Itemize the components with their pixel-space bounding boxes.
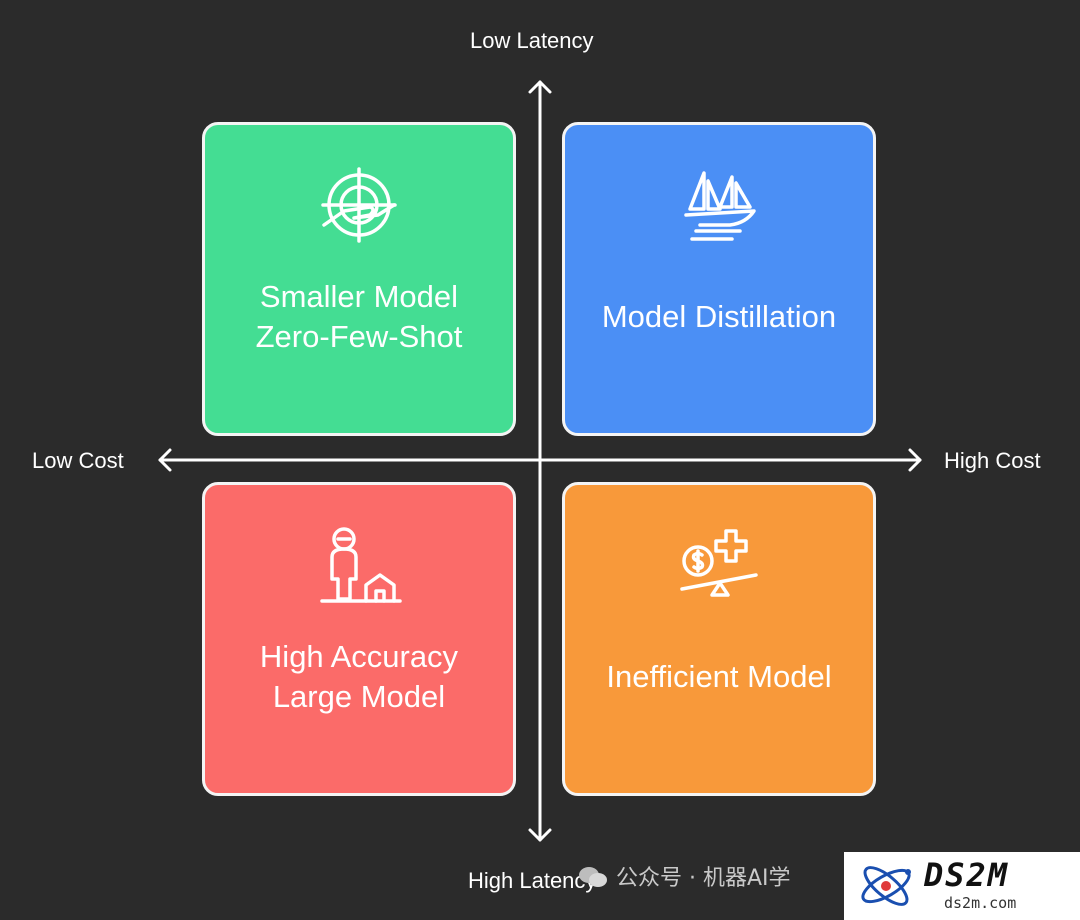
- axis-label-low-cost: Low Cost: [32, 448, 124, 473]
- quadrant-title: Inefficient Model: [606, 657, 831, 697]
- title-line: Smaller Model: [259, 279, 459, 314]
- logo-subtext: ds2m.com: [944, 894, 1017, 912]
- wechat-icon: [579, 867, 607, 887]
- title-line: Large Model: [272, 679, 446, 714]
- title-line: Inefficient Model: [606, 659, 832, 694]
- arrow-down: [528, 828, 552, 842]
- axis-label-high-latency: High Latency: [468, 868, 597, 893]
- arrow-up: [528, 80, 552, 94]
- sailboats-icon: [684, 171, 756, 241]
- ds2m-logo: DS2M ds2m.com: [844, 852, 1080, 920]
- logo-text: DS2M: [924, 856, 1010, 894]
- quadrant-high-accuracy: High Accuracy Large Model: [202, 482, 516, 796]
- cost-balance-icon: [680, 529, 758, 597]
- quadrant-title: High Accuracy Large Model: [260, 637, 458, 717]
- quadrant-model-distillation: Model Distillation: [562, 122, 876, 436]
- watermark-text: 公众号 · 机器AI学: [616, 866, 791, 891]
- wechat-watermark: 公众号 · 机器AI学: [578, 860, 791, 892]
- quadrant-smaller-model: Smaller Model Zero-Few-Shot: [202, 122, 516, 436]
- target-hand-icon: [321, 167, 397, 243]
- giant-house-icon: [320, 527, 402, 603]
- atom-logo-icon: [861, 866, 911, 906]
- arrow-left: [158, 448, 172, 472]
- quadrant-inefficient-model: Inefficient Model: [562, 482, 876, 796]
- axis-label-high-cost: High Cost: [944, 448, 1041, 473]
- title-line: Model Distillation: [601, 299, 837, 334]
- title-line: Zero-Few-Shot: [255, 319, 463, 354]
- arrow-right: [908, 448, 922, 472]
- title-line: High Accuracy: [259, 639, 459, 674]
- axis-label-low-latency: Low Latency: [470, 28, 594, 53]
- quadrant-title: Smaller Model Zero-Few-Shot: [256, 277, 463, 357]
- quadrant-title: Model Distillation: [602, 297, 836, 337]
